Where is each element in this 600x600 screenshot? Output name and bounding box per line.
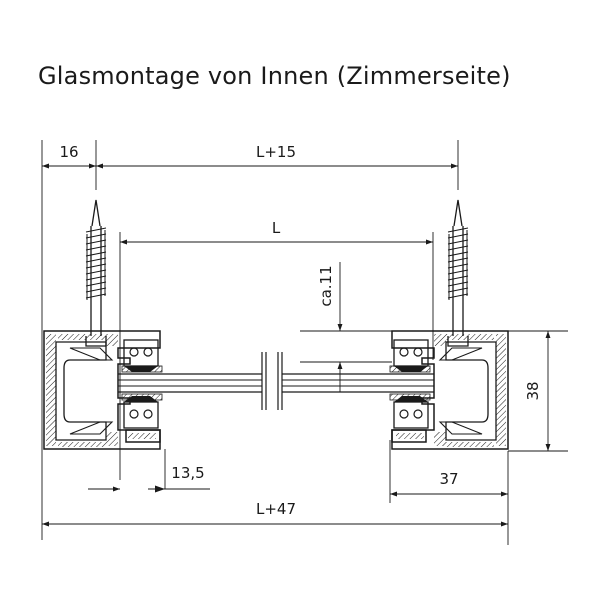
dimension-l: L xyxy=(119,219,434,480)
right-glass-clips xyxy=(391,339,429,443)
left-glass-clips xyxy=(123,339,161,443)
dimension-label-l-plus-47: L+47 xyxy=(256,500,296,518)
dimension-13-5: 13,5 xyxy=(88,449,210,493)
dimension-38: 38 xyxy=(508,330,568,452)
dimension-label-l: L xyxy=(272,219,281,237)
dimension-label-16: 16 xyxy=(59,143,78,161)
dimension-ca-11: ca.11 xyxy=(300,262,392,392)
dimension-label-ca-11: ca.11 xyxy=(317,265,335,306)
right-screw xyxy=(447,199,469,347)
dimension-37: 37 xyxy=(389,440,509,545)
page-title: Glasmontage von Innen (Zimmerseite) xyxy=(38,62,511,90)
dimension-label-38: 38 xyxy=(524,381,542,400)
glass-pane xyxy=(118,352,434,410)
dimension-l-plus-47: L+47 xyxy=(42,500,508,527)
dimension-label-l-plus-15: L+15 xyxy=(256,143,296,161)
left-screw xyxy=(85,199,107,347)
dimension-label-13-5: 13,5 xyxy=(171,464,204,482)
right-frame-profile xyxy=(391,330,509,450)
left-frame-profile xyxy=(43,330,161,450)
dimension-label-37: 37 xyxy=(439,470,458,488)
dimension-l-plus-15: L+15 xyxy=(96,140,459,190)
